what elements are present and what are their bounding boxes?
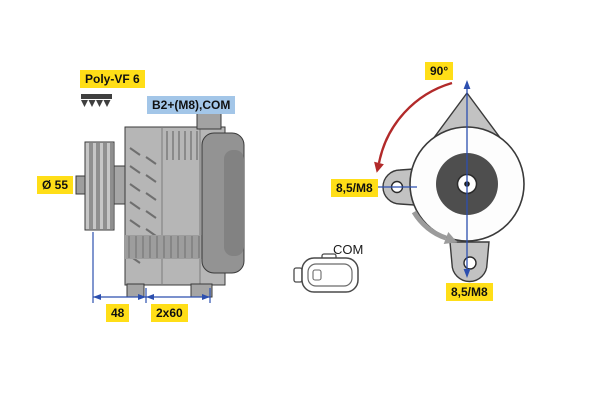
- alternator-side-view: [75, 112, 245, 298]
- mounting-foot-front: [126, 283, 145, 298]
- alternator-rear-view: [371, 80, 525, 283]
- connector-outline: [301, 257, 359, 293]
- mount-left-label: 8,5/M8: [331, 179, 378, 197]
- angle-arc: [377, 81, 453, 164]
- dim-48-label: 48: [106, 304, 130, 322]
- pulley-diameter-label: Ø 55: [37, 176, 74, 194]
- belt-type-label: Poly-VF 6: [80, 70, 145, 88]
- com-connector: [293, 253, 359, 293]
- pulley-spacer: [113, 165, 126, 205]
- cooling-ribs: [166, 131, 198, 160]
- mount-hole-bottom: [463, 256, 477, 270]
- shaft-stub: [75, 175, 86, 195]
- terminal-block: [196, 112, 222, 130]
- com-connector-label: COM: [333, 242, 364, 257]
- rotation-direction-arrow-icon: [411, 210, 447, 241]
- dimension-lines: [92, 232, 211, 303]
- dim-2x60-label: 2x60: [151, 304, 188, 322]
- terminals-label: B2+(M8),COM: [147, 96, 236, 114]
- mounting-foot-rear: [190, 283, 213, 298]
- fan-slots: [129, 147, 141, 264]
- angle-90-label: 90°: [425, 62, 454, 80]
- belt-profile-icon: [81, 94, 112, 107]
- dimension-arrowheads: [93, 294, 210, 300]
- mount-bottom-label: 8,5/M8: [446, 283, 493, 301]
